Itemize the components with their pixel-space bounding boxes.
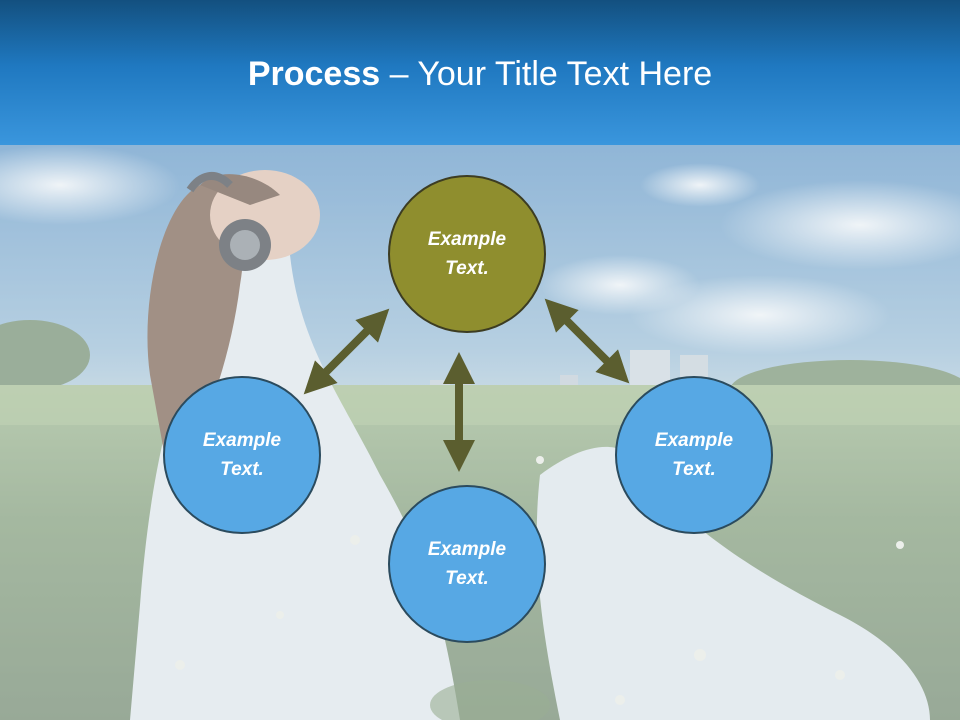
node-label: Example Text. bbox=[654, 430, 734, 480]
node-label: Example Text. bbox=[427, 229, 507, 279]
process-node-right[interactable]: Example Text. bbox=[615, 376, 773, 534]
process-node-bottom[interactable]: Example Text. bbox=[388, 485, 546, 643]
arrow-top-left bbox=[303, 308, 390, 395]
process-node-top[interactable]: Example Text. bbox=[388, 175, 546, 333]
title-bar: Process – Your Title Text Here bbox=[0, 0, 960, 145]
node-label: Example Text. bbox=[202, 430, 282, 480]
title-emphasis: Process bbox=[247, 55, 381, 93]
node-label: Example Text. bbox=[427, 539, 507, 589]
arrow-top-right bbox=[544, 298, 630, 384]
slide-title[interactable]: Process – Your Title Text Here bbox=[0, 52, 960, 96]
process-node-left[interactable]: Example Text. bbox=[163, 376, 321, 534]
title-text: – Your Title Text Here bbox=[380, 55, 713, 93]
